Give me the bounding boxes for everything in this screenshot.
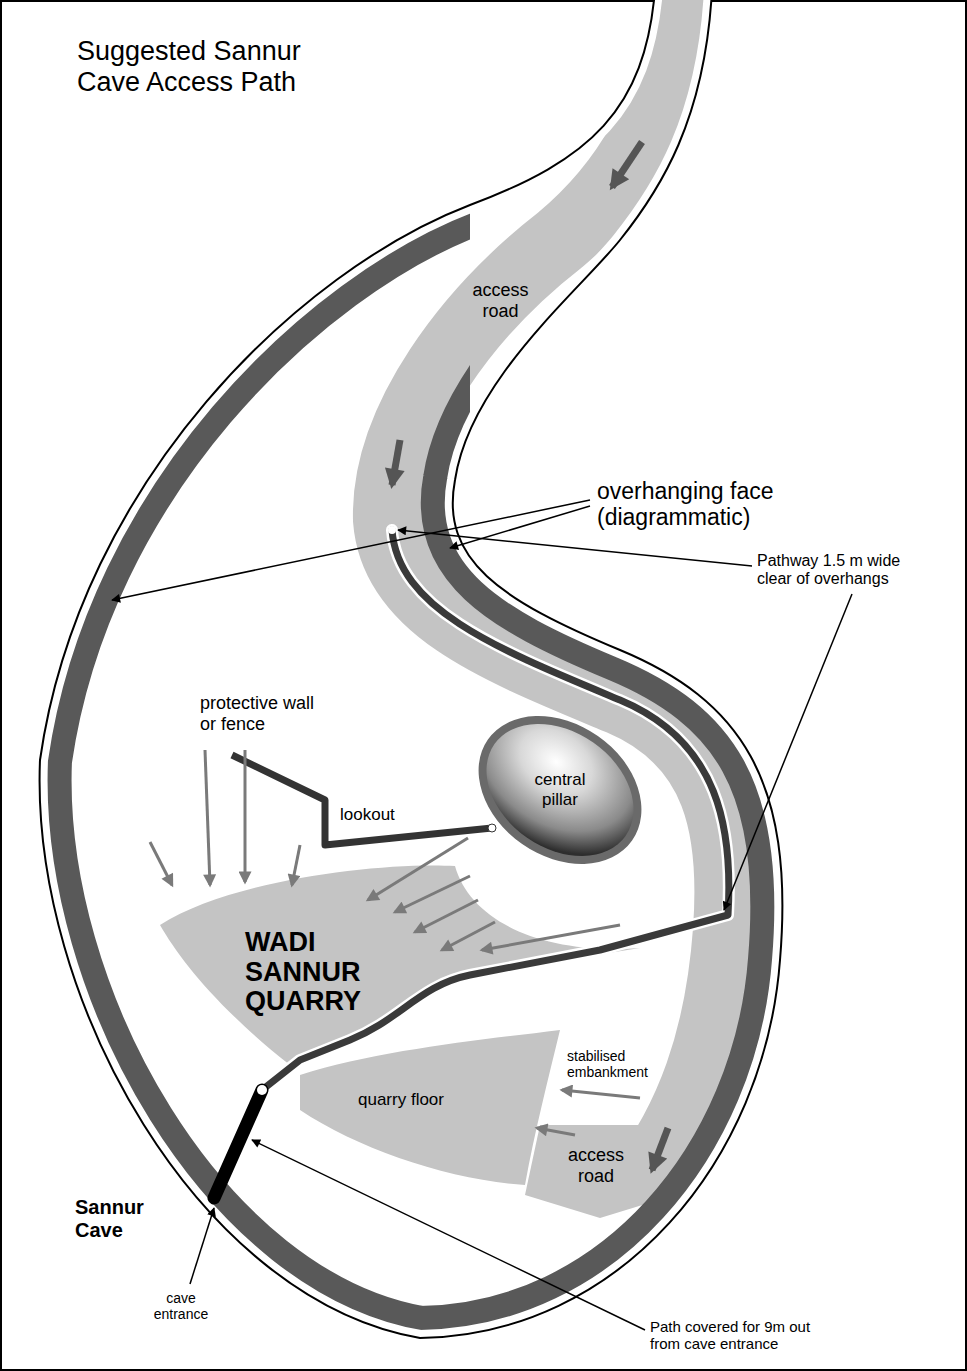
slope-arrow xyxy=(395,876,470,912)
leader-line xyxy=(398,530,752,566)
traffic-arrow xyxy=(612,142,642,187)
pillar-body xyxy=(470,705,650,875)
slope-arrow xyxy=(562,1090,640,1098)
slope-arrow xyxy=(482,925,620,950)
pathway-start xyxy=(388,526,396,534)
feature-label: overhanging face (diagrammatic) xyxy=(597,478,802,531)
slope-arrow xyxy=(205,750,210,885)
cave-name: Sannur Cave xyxy=(75,1196,157,1242)
map-title: Suggested Sannur Cave Access Path xyxy=(77,36,317,98)
entrance-label: cave entrance xyxy=(146,1290,216,1322)
cover-start xyxy=(257,1085,267,1095)
slope-arrow xyxy=(368,838,468,900)
slope-arrow xyxy=(537,1128,575,1135)
slope-arrow xyxy=(415,900,478,932)
protective-wall xyxy=(232,755,492,845)
traffic-arrow xyxy=(652,1128,668,1170)
road-label: access road xyxy=(463,280,538,321)
embankment-label: stabilised embankment xyxy=(567,1048,659,1080)
lookout-label: lookout xyxy=(340,805,410,825)
central-pillar: central pillar xyxy=(470,705,650,875)
leader-line xyxy=(724,594,852,910)
slope-arrow xyxy=(244,750,247,882)
node-label: central pillar xyxy=(522,770,598,809)
quarry-floor xyxy=(300,1030,560,1185)
slope-arrow xyxy=(442,922,495,950)
pathway-note: Pathway 1.5 m wide clear of overhangs xyxy=(757,552,925,589)
floor-label: quarry floor xyxy=(358,1090,468,1110)
quarry-outline xyxy=(40,0,783,1338)
quarry-floor-upper xyxy=(160,865,640,1065)
overhanging-face xyxy=(40,0,783,1338)
quarry-name: WADI SANNUR QUARRY xyxy=(245,928,380,1017)
road-label: access road xyxy=(560,1145,632,1186)
traffic-arrow xyxy=(392,440,400,485)
leader-line xyxy=(252,1140,645,1330)
lookout-point xyxy=(488,824,496,832)
wall-label: protective wall or fence xyxy=(200,693,334,734)
slope-arrow xyxy=(292,845,300,885)
covered-path xyxy=(214,1090,262,1198)
cover-note: Path covered for 9m out from cave entran… xyxy=(650,1318,842,1353)
quarry-interior xyxy=(40,0,783,1338)
edge-gap xyxy=(40,0,783,1338)
slope-arrow xyxy=(150,842,172,885)
leader-line xyxy=(190,1208,214,1284)
leader-line xyxy=(112,500,590,600)
pillar-halo xyxy=(470,705,650,875)
access-road xyxy=(388,0,730,1185)
